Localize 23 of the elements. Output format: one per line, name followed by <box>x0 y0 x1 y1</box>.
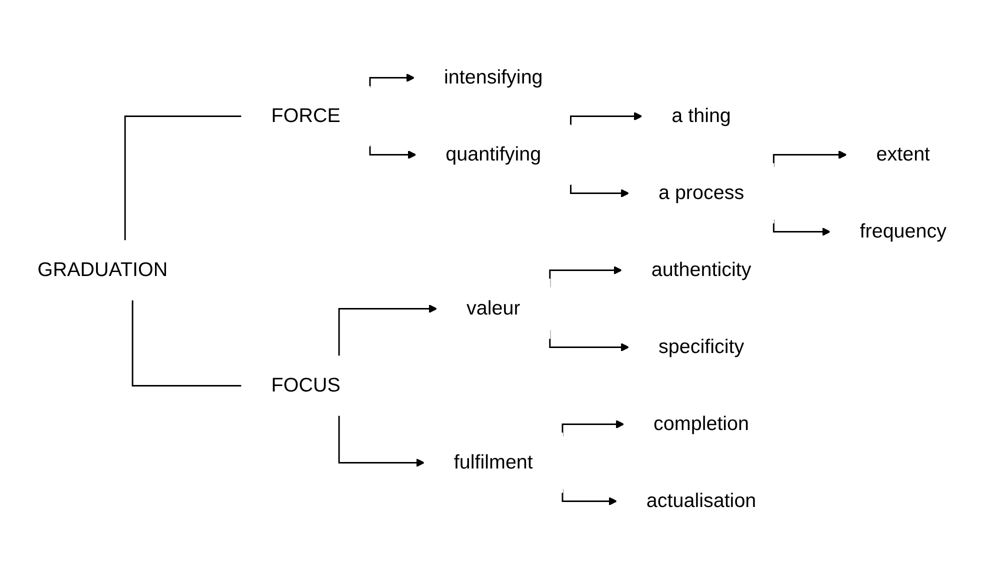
node-text: specificity <box>658 336 744 358</box>
node-text: authenticity <box>651 259 752 282</box>
node-text: GRADUATION <box>38 259 168 282</box>
node-text: completion <box>654 413 750 436</box>
node-text: a process <box>658 182 744 204</box>
arrow <box>338 304 438 356</box>
connector <box>124 116 242 241</box>
node-text: frequency <box>860 220 946 243</box>
arrow <box>570 112 642 126</box>
node-text: a thing <box>672 105 731 128</box>
arrow <box>570 184 630 198</box>
arrow <box>338 415 425 468</box>
node-text: intensifying <box>444 66 543 89</box>
arrow <box>772 219 831 236</box>
arrow <box>369 144 416 160</box>
arrow <box>369 73 415 88</box>
node-text: FORCE <box>271 105 340 128</box>
node-text: quantifying <box>446 144 542 166</box>
node-text: FOCUS <box>271 374 340 397</box>
node-text: fulfilment <box>454 452 533 474</box>
node-text: extent <box>876 144 930 166</box>
connector <box>132 300 242 386</box>
node-text: actualisation <box>646 490 756 512</box>
